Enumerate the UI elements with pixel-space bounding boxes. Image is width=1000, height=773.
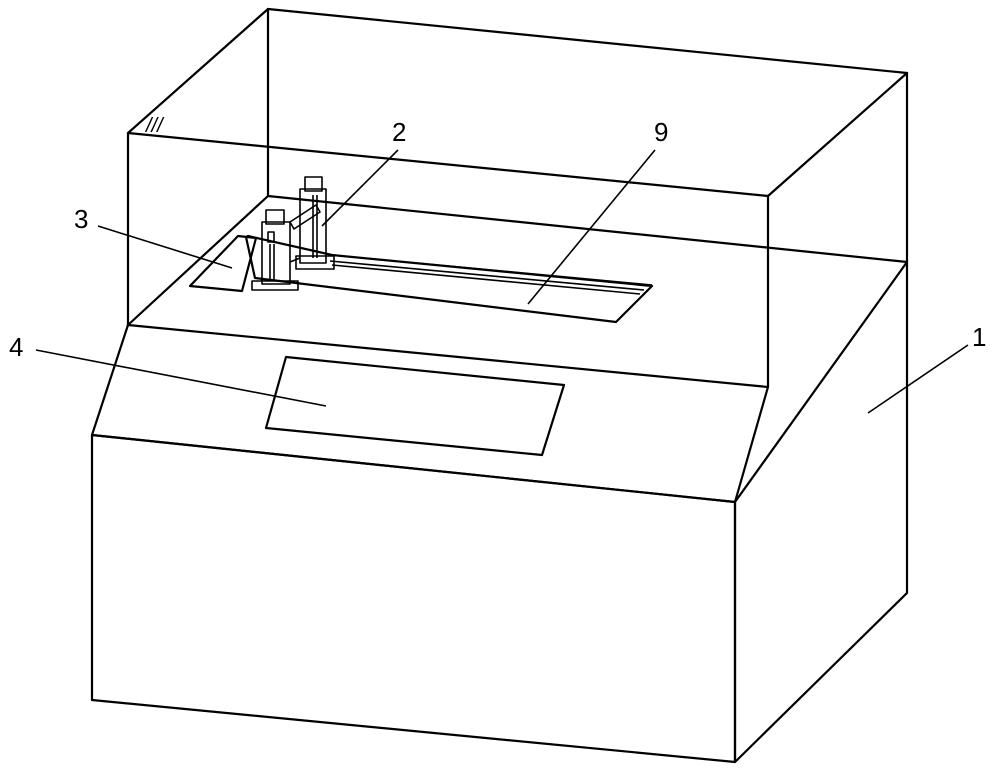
leader-4 — [36, 350, 326, 406]
leader-1 — [868, 345, 968, 413]
rail-line-b — [330, 261, 644, 290]
callouts: 1 2 3 4 9 — [9, 117, 986, 413]
cover-right-top-edge — [768, 73, 907, 196]
leader-2 — [322, 150, 398, 226]
cabinet-front-face — [92, 435, 735, 762]
deck-back-edge — [268, 196, 907, 262]
glass-cover: /// — [128, 9, 907, 387]
label-4: 4 — [9, 332, 23, 362]
cabinet-sloped-panel — [92, 325, 768, 502]
front-column — [262, 222, 290, 284]
control-panel — [266, 357, 564, 455]
gantry-mechanism — [252, 177, 334, 290]
label-2: 2 — [392, 117, 406, 147]
tray — [190, 236, 256, 291]
deck-left-edge — [128, 196, 268, 325]
work-table — [246, 236, 652, 322]
connector-arm — [290, 258, 300, 262]
label-1: 1 — [972, 322, 986, 352]
cross-beam — [290, 205, 320, 229]
cabinet-right-face — [735, 262, 907, 762]
cover-back-top-edge — [268, 9, 907, 73]
label-9: 9 — [654, 117, 668, 147]
glass-mark: /// — [144, 115, 165, 137]
cover-front-top-edge — [128, 133, 768, 196]
label-3: 3 — [74, 204, 88, 234]
